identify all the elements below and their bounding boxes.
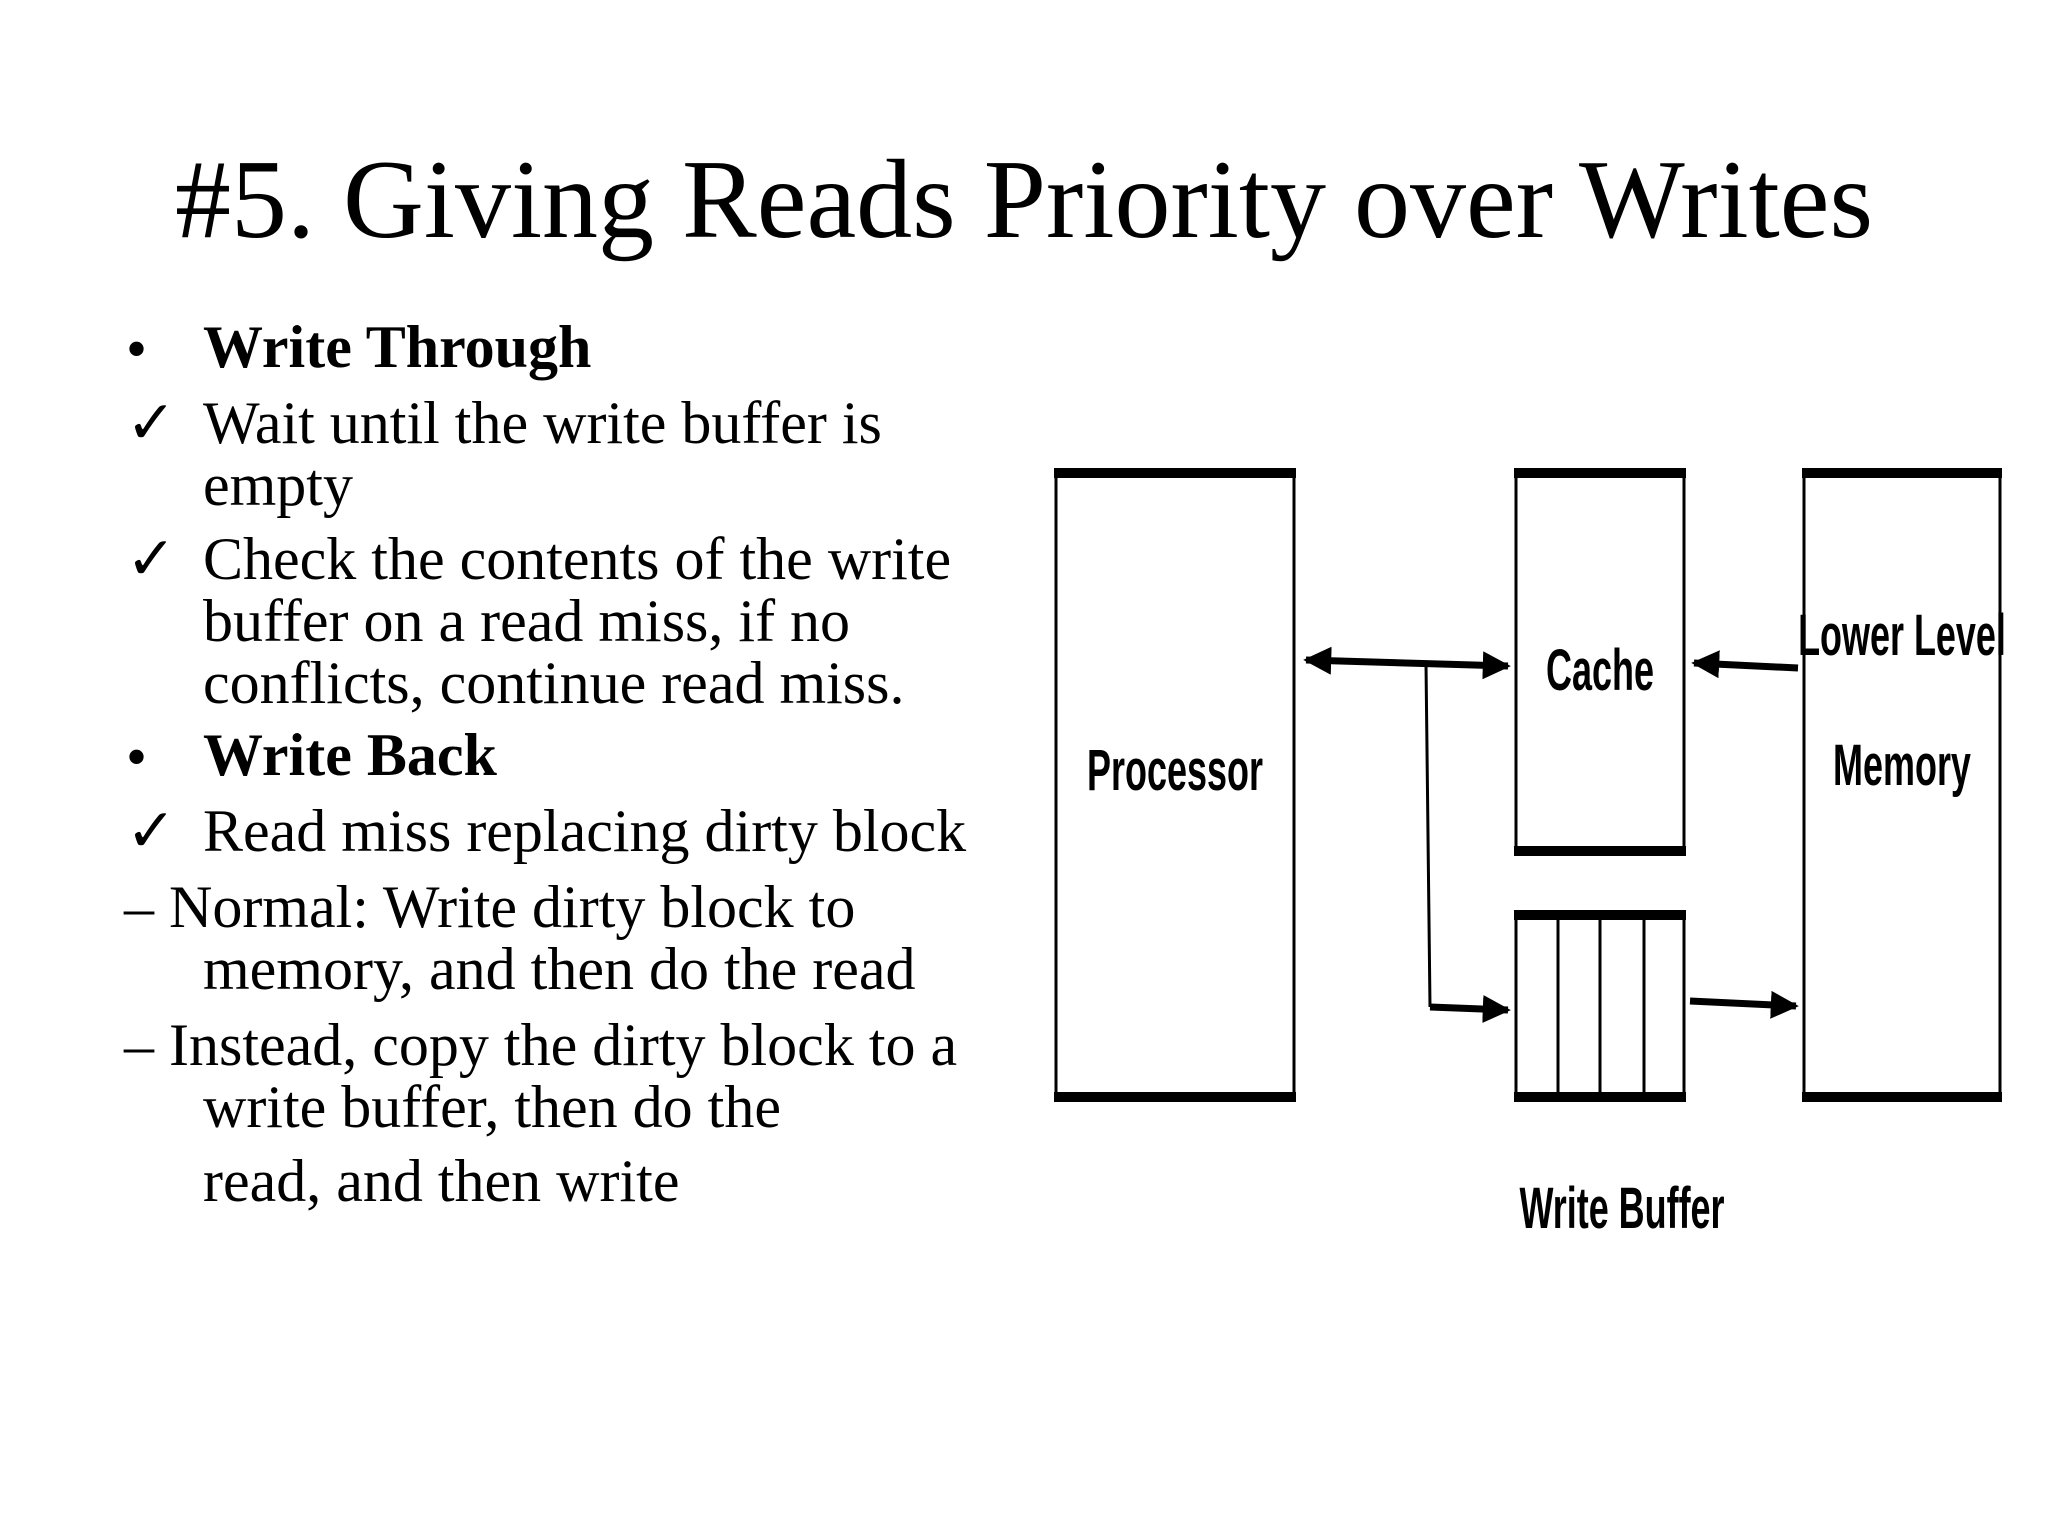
write-back-normal-line1: – Normal: Write dirty block to [124,874,856,940]
write-through-item1-line1: Wait until the write buffer is [203,390,882,456]
write-back-normal-line2: memory, and then do the read [203,936,916,1002]
write-back-heading: Write Back [203,722,497,788]
processor-cache-arrow [1303,646,1511,680]
slide-title: #5. Giving Reads Priority over Writes [174,138,1874,262]
memory-label-line2: Memory [1833,733,1971,798]
write-buffer-to-memory-arrow [1689,990,1799,1019]
bullet-marker: • [126,724,148,790]
processor-block: Processor [1054,468,1296,1102]
bullet-marker: • [126,316,148,382]
write-back-instead-line1: – Instead, copy the dirty block to a [124,1012,958,1078]
write-through-item2-line2: buffer on a read miss, if no [203,588,851,654]
processor-label: Processor [1087,738,1263,803]
write-buffer-branch-line [1424,663,1432,1008]
cache-label: Cache [1546,638,1654,703]
write-buffer-block: Write Buffer [1514,910,1725,1241]
write-through-item2-line3: conflicts, continue read miss. [203,650,905,716]
write-through-heading: Write Through [203,314,592,380]
write-buffer-label: Write Buffer [1519,1176,1724,1241]
bullet-list: • Write Through ✓ Wait until the write b… [124,314,967,1214]
lower-level-memory-block: Lower Level Memory [1798,468,2006,1102]
check-icon: ✓ [126,390,177,456]
check-icon: ✓ [126,798,177,864]
write-through-item2-line1: Check the contents of the write [203,526,952,592]
cache-block: Cache [1514,468,1686,856]
memory-label-line1: Lower Level [1798,603,2006,668]
write-through-item1-line2: empty [203,452,353,518]
write-back-instead-line2: write buffer, then do the [203,1074,781,1140]
write-back-item1-line1: Read miss replacing dirty block [203,798,967,864]
write-back-instead-line3: read, and then write [203,1148,680,1214]
memory-to-cache-arrow [1691,650,1799,679]
check-icon: ✓ [126,526,177,592]
to-write-buffer-arrow [1429,995,1511,1024]
